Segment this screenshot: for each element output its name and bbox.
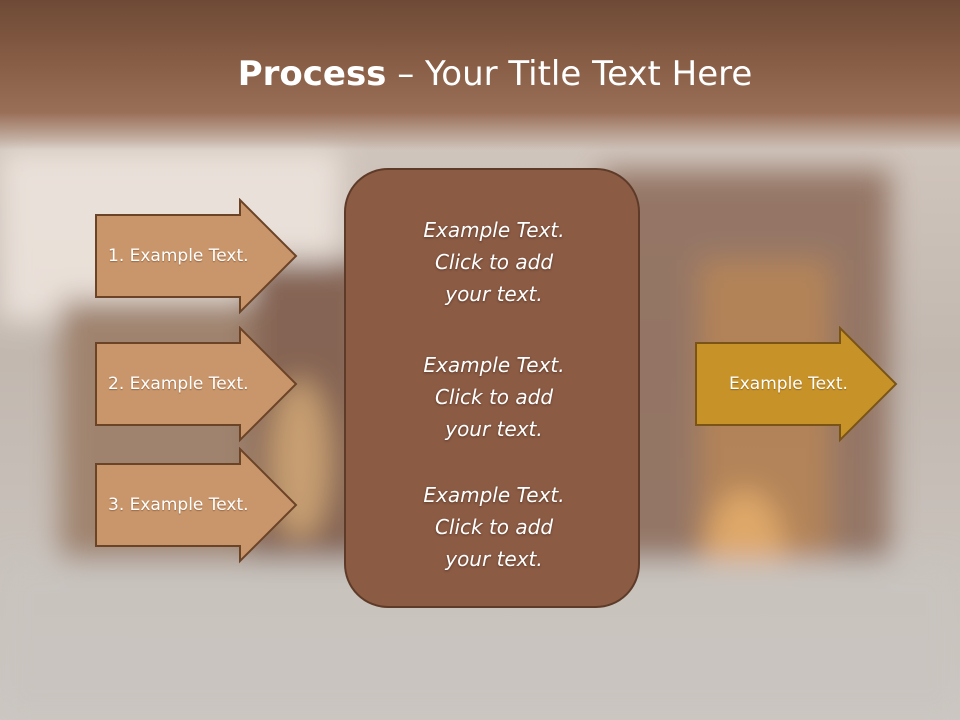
left-arrow-1[interactable] xyxy=(94,198,300,316)
center-item-1-line3: your text. xyxy=(445,282,543,306)
left-arrow-1-label: 1. Example Text. xyxy=(108,246,249,266)
center-item-3-line1: Example Text. xyxy=(423,483,565,507)
left-arrow-2-label: 2. Example Text. xyxy=(108,374,249,394)
left-arrow-3-label: 3. Example Text. xyxy=(108,495,249,515)
left-arrow-3[interactable] xyxy=(94,447,300,565)
title-rest: – Your Title Text Here xyxy=(386,54,753,94)
left-arrow-2[interactable] xyxy=(94,326,300,444)
center-item-3-line3: your text. xyxy=(445,547,543,571)
center-item-1: Example Text. Click to add your text. xyxy=(346,214,642,310)
center-item-1-line1: Example Text. xyxy=(423,218,565,242)
center-item-2: Example Text. Click to add your text. xyxy=(346,349,642,445)
center-box[interactable]: Example Text. Click to add your text. Ex… xyxy=(344,168,640,608)
right-arrow[interactable] xyxy=(694,326,900,444)
center-item-2-line3: your text. xyxy=(445,417,543,441)
slide-title: Process – Your Title Text Here xyxy=(0,52,960,96)
center-item-1-line2: Click to add xyxy=(434,250,554,274)
title-bold: Process xyxy=(237,54,387,94)
header-band xyxy=(0,0,960,150)
center-item-2-line1: Example Text. xyxy=(423,353,565,377)
center-item-2-line2: Click to add xyxy=(434,385,554,409)
center-item-3: Example Text. Click to add your text. xyxy=(346,479,642,575)
right-arrow-label: Example Text. xyxy=(729,374,848,394)
center-item-3-line2: Click to add xyxy=(434,515,554,539)
